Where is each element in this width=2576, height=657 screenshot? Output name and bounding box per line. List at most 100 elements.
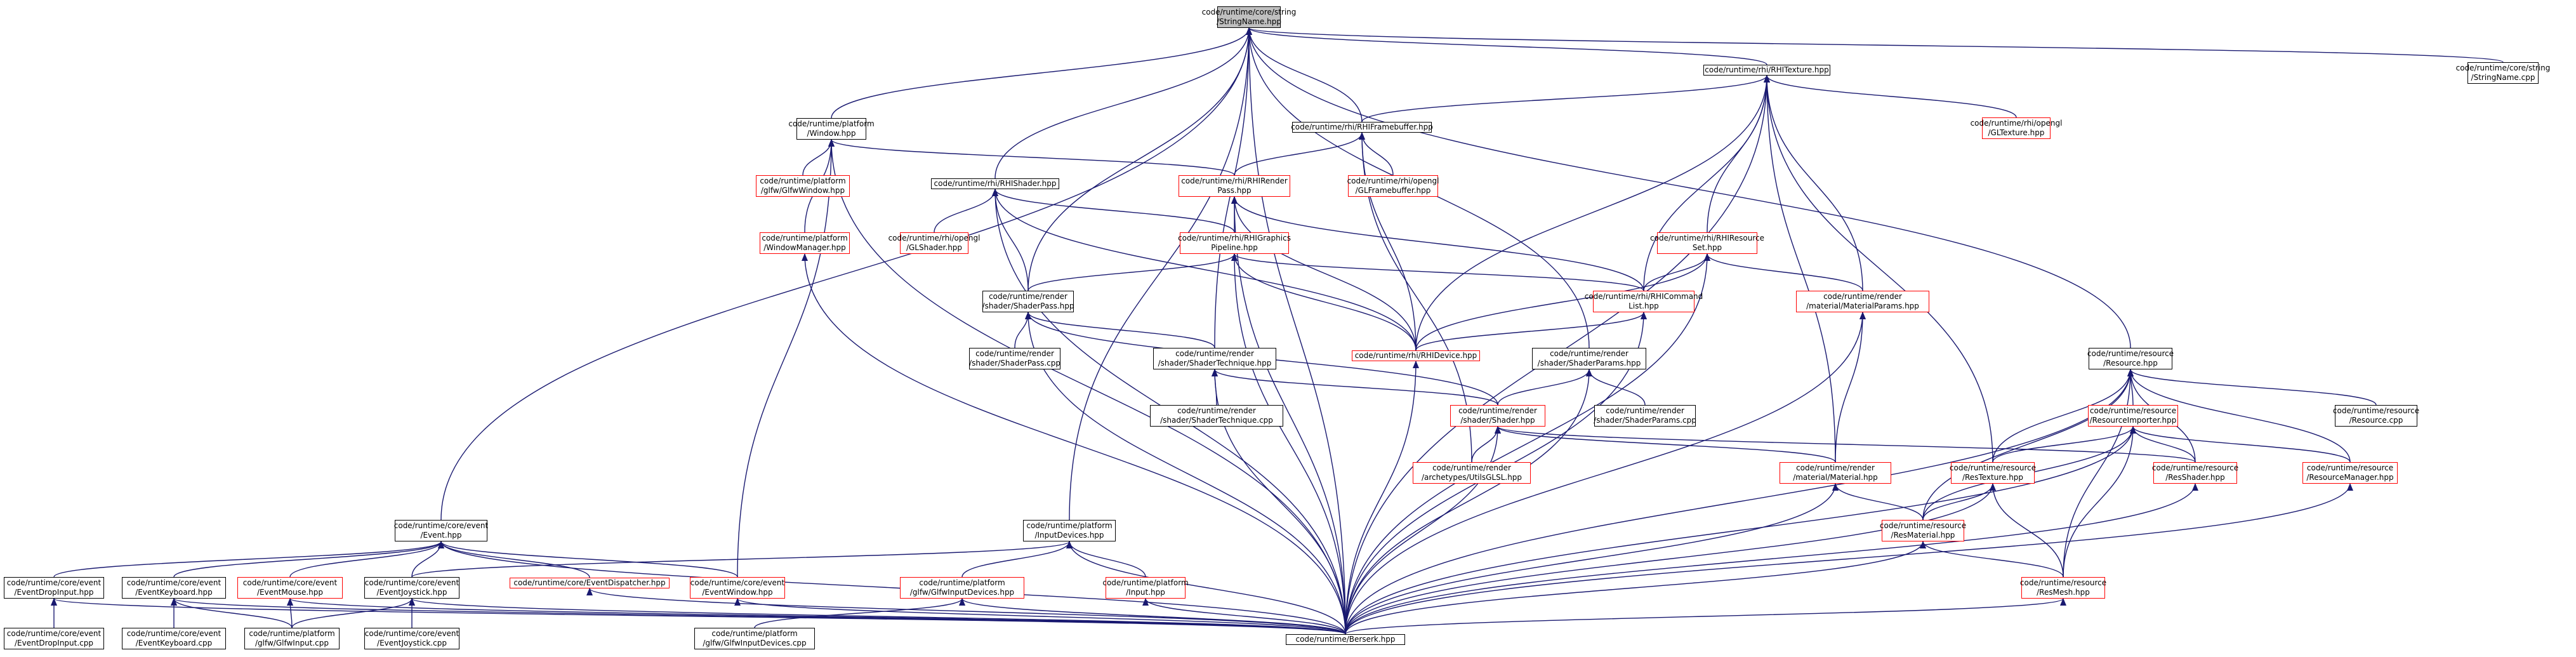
edge-rhigraphicspipeline-to-shaderpass — [1027, 253, 1238, 291]
edge-inputdevices-to-berserk — [1066, 541, 1346, 635]
node-materialparams[interactable]: code/runtime/render/material/MaterialPar… — [1796, 291, 1929, 312]
edge-material-to-berserk — [1345, 483, 1839, 635]
node-shaderpass_cpp[interactable]: code/runtime/render/shader/ShaderPass.cp… — [969, 348, 1060, 369]
edge-rhitexture-to-rhicommandlist — [1643, 75, 1770, 291]
node-label-line: /shader/ShaderPass.cpp — [969, 359, 1060, 368]
edge-rhiframebuffer-to-rhirenderpass — [1234, 132, 1365, 176]
edge-rhiframebuffer-to-glframebuffer — [1359, 132, 1394, 176]
edge-shaderparams-to-shaderparams_cpp — [1586, 369, 1646, 406]
node-label-line: /WindowManager.hpp — [763, 243, 846, 252]
node-label-line: code/runtime/core/EventDispatcher.hpp — [513, 578, 666, 587]
edge-rhitexture-to-rhidevice — [1415, 75, 1770, 351]
node-label-line: Pass.hpp — [1217, 186, 1252, 195]
node-label-line: /Event.hpp — [420, 531, 462, 540]
node-glshader[interactable]: code/runtime/rhi/opengl/GLShader.hpp — [888, 232, 980, 254]
edge-eventwindow-to-berserk — [734, 598, 1346, 635]
node-shadertechnique_cpp[interactable]: code/runtime/render/shader/ShaderTechniq… — [1150, 405, 1283, 427]
node-glframebuffer[interactable]: code/runtime/rhi/opengl/GLFramebuffer.hp… — [1347, 175, 1439, 197]
node-label-line: /EventKeyboard.hpp — [135, 588, 213, 597]
edge-rhitexture-to-restexture — [1764, 75, 1993, 463]
node-label-line: /shader/Shader.hpp — [1460, 416, 1535, 425]
edge-resource-to-restexture — [1992, 369, 2134, 463]
node-event[interactable]: code/runtime/core/event/Event.hpp — [393, 520, 489, 541]
node-eventdropinput_cpp[interactable]: code/runtime/core/event/EventDropInput.c… — [4, 628, 104, 649]
node-eventjoystick_cpp[interactable]: code/runtime/core/event/EventJoystick.cp… — [364, 628, 459, 649]
node-resource_cpp[interactable]: code/runtime/resource/Resource.cpp — [2333, 405, 2419, 427]
edge-glfwinputdevices-to-berserk — [959, 598, 1346, 635]
edge-rhishader-to-rhigraphicspipeline — [992, 189, 1235, 233]
node-label-line: code/runtime/render — [989, 292, 1067, 301]
edge-resourcemanager-to-berserk — [1345, 483, 2353, 635]
node-label-line: List.hpp — [1628, 302, 1659, 310]
node-label-line: code/runtime/rhi/RHICommand — [1584, 292, 1703, 301]
node-eventmouse[interactable]: code/runtime/core/event/EventMouse.hpp — [237, 577, 343, 599]
node-eventwindow[interactable]: code/runtime/core/event/EventWindow.hpp — [690, 577, 785, 599]
node-material[interactable]: code/runtime/render/material/Material.hp… — [1780, 462, 1891, 484]
node-resmesh[interactable]: code/runtime/resource/ResMesh.hpp — [2020, 577, 2106, 599]
edge-rhishader-to-glshader — [934, 189, 998, 233]
node-eventdispatcher[interactable]: code/runtime/core/EventDispatcher.hpp — [510, 578, 670, 588]
edge-shaderpass-to-shadertechnique — [1025, 312, 1215, 348]
node-stringname_cpp[interactable]: code/runtime/core/string/StringName.cpp — [2456, 62, 2550, 84]
node-input[interactable]: code/runtime/platform/Input.hpp — [1102, 577, 1189, 599]
node-resource[interactable]: code/runtime/resource/Resource.hpp — [2087, 348, 2174, 369]
node-label-line: /EventJoystick.hpp — [376, 588, 447, 597]
node-label-line: /StringName.cpp — [2471, 73, 2535, 82]
node-glfwinputdevices[interactable]: code/runtime/platform/glfw/GlfwInputDevi… — [900, 577, 1024, 599]
node-label-line: /glfw/GlfwWindow.hpp — [760, 186, 845, 195]
node-shaderparams_cpp[interactable]: code/runtime/render/shader/ShaderParams.… — [1594, 405, 1696, 427]
node-utilsglsl[interactable]: code/runtime/render/archetypes/UtilsGLSL… — [1413, 462, 1531, 484]
node-shaderpass[interactable]: code/runtime/render/shader/ShaderPass.hp… — [982, 291, 1074, 312]
edge-rhishader-to-shaderpass — [992, 189, 1029, 291]
node-glfwwindow[interactable]: code/runtime/platform/glfw/GlfwWindow.hp… — [756, 175, 850, 197]
edge-inputdevices-to-glfwinputdevices — [961, 541, 1073, 578]
edge-shaderpass-to-shaderpass_cpp — [1014, 312, 1031, 348]
edge-materialparams-to-berserk — [1345, 312, 1866, 635]
node-resshader[interactable]: code/runtime/resource/ResShader.hpp — [2152, 462, 2238, 484]
node-label-line: /material/Material.hpp — [1793, 473, 1878, 482]
edge-eventdispatcher-to-berserk — [586, 588, 1346, 635]
node-glfwinput[interactable]: code/runtime/platform/glfw/GlfwInput.cpp — [244, 628, 340, 649]
edge-window-to-eventwindow — [737, 139, 835, 578]
node-berserk[interactable]: code/runtime/Berserk.hpp — [1286, 634, 1405, 645]
node-eventjoystick[interactable]: code/runtime/core/event/EventJoystick.hp… — [364, 577, 459, 599]
node-label-line: code/runtime/core/event — [393, 521, 489, 530]
node-shader[interactable]: code/runtime/render/shader/Shader.hpp — [1450, 405, 1545, 427]
edge-stringname-to-stringname_cpp — [1246, 27, 2504, 63]
node-label-line: /EventWindow.hpp — [702, 588, 773, 597]
node-resourceimporter[interactable]: code/runtime/resource/ResourceImporter.h… — [2088, 405, 2178, 427]
node-label-line: /shader/ShaderTechnique.cpp — [1160, 416, 1273, 425]
node-label-line: /ResourceManager.hpp — [2306, 473, 2394, 482]
node-eventkeyboard[interactable]: code/runtime/core/event/EventKeyboard.hp… — [122, 577, 226, 599]
node-eventdropinput[interactable]: code/runtime/core/event/EventDropInput.h… — [4, 577, 104, 599]
node-stringname[interactable]: code/runtime/core/string/StringName.hpp — [1202, 6, 1296, 28]
node-window[interactable]: code/runtime/platform/Window.hpp — [788, 118, 875, 140]
node-label-line: code/runtime/render — [975, 349, 1054, 358]
node-resmaterial[interactable]: code/runtime/resource/ResMaterial.hpp — [1880, 520, 1966, 541]
node-restexture[interactable]: code/runtime/resource/ResTexture.hpp — [1950, 462, 2036, 484]
node-inputdevices[interactable]: code/runtime/platform/InputDevices.hpp — [1023, 520, 1116, 541]
node-rhishader[interactable]: code/runtime/rhi/RHIShader.hpp — [931, 178, 1059, 189]
node-windowmanager[interactable]: code/runtime/platform/WindowManager.hpp — [760, 232, 850, 254]
node-label-line: code/runtime/rhi/RHIRender — [1181, 176, 1288, 185]
node-shaderparams[interactable]: code/runtime/render/shader/ShaderParams.… — [1532, 348, 1646, 369]
node-glfwinputdevices_cpp[interactable]: code/runtime/platform/glfw/GlfwInputDevi… — [694, 628, 815, 649]
node-label-line: /EventMouse.hpp — [256, 588, 323, 597]
node-label-line: /GLFramebuffer.hpp — [1355, 186, 1431, 195]
node-rhidevice[interactable]: code/runtime/rhi/RHIDevice.hpp — [1352, 350, 1480, 361]
node-label-line: /Input.hpp — [1126, 588, 1165, 597]
node-resourcemanager[interactable]: code/runtime/resource/ResourceManager.hp… — [2302, 462, 2398, 484]
node-rhiframebuffer[interactable]: code/runtime/rhi/RHIFramebuffer.hpp — [1291, 122, 1433, 133]
edge-resshader-to-berserk — [1345, 483, 2198, 635]
node-shadertechnique[interactable]: code/runtime/render/shader/ShaderTechniq… — [1153, 348, 1276, 369]
edge-rhiresourceset-to-rhidevice — [1415, 253, 1710, 351]
edge-rhirenderpass-to-rhidevice — [1231, 196, 1417, 351]
edge-resourceimporter-to-resshader — [2130, 426, 2196, 463]
node-gltexture[interactable]: code/runtime/rhi/opengl/GLTexture.hpp — [1971, 117, 2062, 139]
node-rhitexture[interactable]: code/runtime/rhi/RHITexture.hpp — [1703, 65, 1830, 76]
node-eventkeyboard_cpp[interactable]: code/runtime/core/event/EventKeyboard.cp… — [122, 628, 226, 649]
